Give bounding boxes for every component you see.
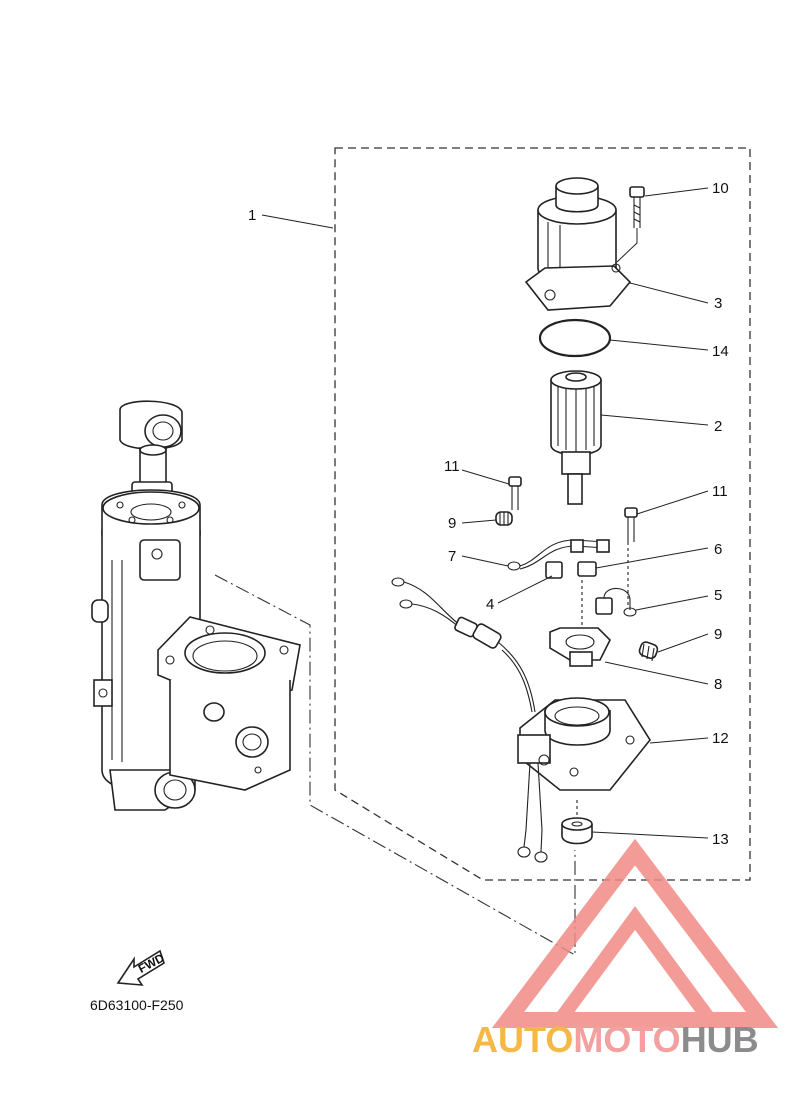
part-3-motor-housing: [524, 177, 632, 311]
part-2-armature: [550, 370, 602, 505]
watermark-hub: HUB: [681, 1019, 759, 1060]
part-10-screw: [616, 186, 645, 263]
callout-8: 8: [714, 676, 722, 693]
callout-1: 1: [248, 207, 256, 224]
part-11-screw-right: [624, 507, 638, 542]
part-4-brush: [545, 561, 563, 579]
part-9-spring-lower: [638, 641, 659, 662]
watermark-text: AUTOMOTOHUB: [472, 1019, 759, 1060]
callout-9-lower: 9: [714, 626, 722, 643]
wiring-harness: [391, 577, 536, 713]
callout-14: 14: [712, 343, 729, 360]
leader-lines: [261, 187, 709, 839]
part-14-o-ring: [538, 318, 612, 358]
callout-2: 2: [714, 418, 722, 435]
trim-cylinder-unit: [91, 400, 301, 811]
fwd-arrow-icon: FWD: [116, 949, 167, 986]
fwd-label: FWD: [136, 951, 167, 976]
part-5-brush-lead: [595, 587, 637, 617]
callout-labels: 1 10 3 14 2 11 11 9 6 7 4 5 9 8 12 13: [248, 180, 729, 848]
callout-10: 10: [712, 180, 729, 197]
part-6-brush: [577, 561, 597, 577]
callout-12: 12: [712, 730, 729, 747]
callout-11-left: 11: [444, 458, 460, 475]
part-7-terminal-lead: [507, 539, 610, 571]
part-11-screw-left: [508, 476, 522, 510]
callout-9-upper: 9: [448, 515, 456, 532]
part-9-spring-upper: [495, 511, 513, 526]
watermark-logo: [491, 838, 779, 1028]
watermark-moto: MOTO: [573, 1019, 680, 1060]
callout-7: 7: [448, 548, 456, 565]
part-8-brush-holder: [549, 627, 611, 667]
part-13-grommet: [561, 817, 593, 845]
part-12-end-cover: [517, 697, 651, 863]
drawing-code: 6D63100-F250: [90, 997, 184, 1013]
callout-5: 5: [714, 587, 722, 604]
callout-11-right: 11: [712, 483, 728, 500]
callout-3: 3: [714, 295, 722, 312]
callout-6: 6: [714, 541, 722, 558]
watermark-auto: AUTO: [472, 1019, 573, 1060]
callout-4: 4: [486, 596, 494, 613]
callout-13: 13: [712, 831, 729, 848]
